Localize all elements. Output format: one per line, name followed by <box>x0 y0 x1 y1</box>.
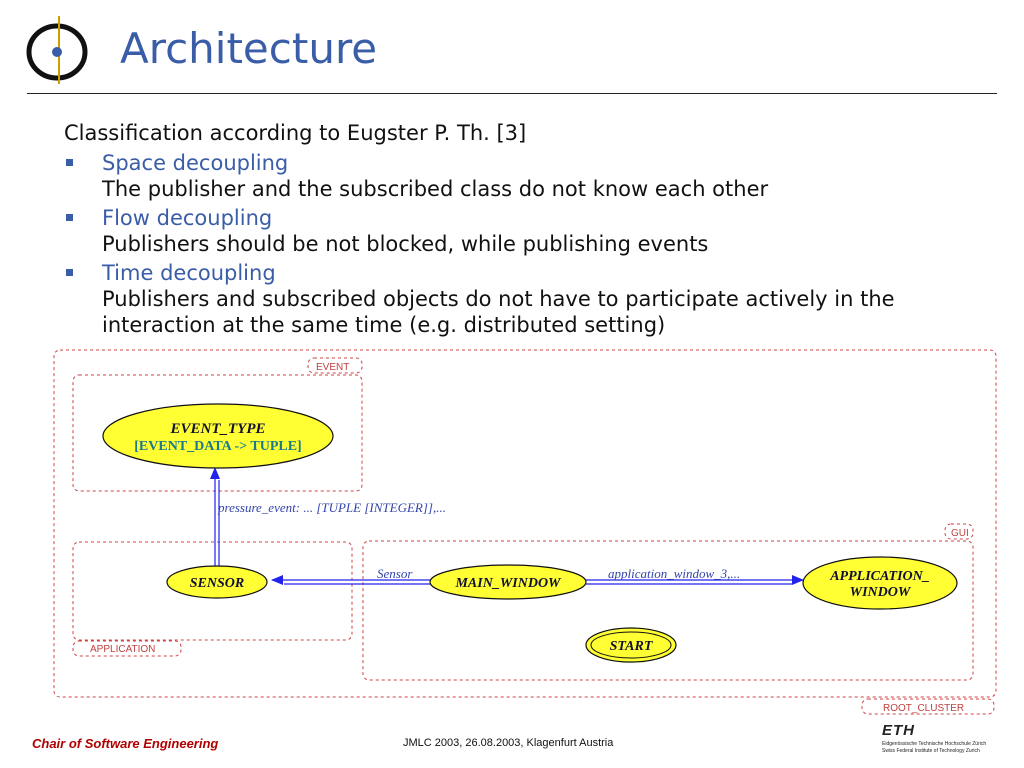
sensor-edge-label: Sensor <box>377 566 413 581</box>
main-window-node-label: MAIN_WINDOW <box>454 576 562 591</box>
pressure-event-edge-label: pressure_event: ... [TUPLE [INTEGER]],..… <box>217 500 446 515</box>
application-window-node[interactable]: APPLICATION_ WINDOW <box>802 556 958 610</box>
bullet-description: Publishers should be not blocked, while … <box>102 232 709 256</box>
bullet-icon <box>66 214 73 221</box>
list-item: Space decoupling The publisher and the s… <box>64 150 1004 202</box>
application-cluster-label: APPLICATION <box>90 644 155 655</box>
bullet-heading: Time decoupling <box>102 261 276 285</box>
event-cluster-label-box <box>307 357 363 374</box>
root-cluster-label-box <box>861 698 995 715</box>
page-title: Architecture <box>120 24 378 73</box>
eth-line-german: Eidgenössische Technische Hochschule Zür… <box>882 741 987 747</box>
event-type-name: EVENT_TYPE <box>169 421 265 437</box>
footer-chair-name: Chair of Software Engineering <box>32 736 219 751</box>
eth-line-english: Swiss Federal Institute of Technology Zu… <box>882 748 980 754</box>
slide-content: Classification according to Eugster P. T… <box>64 120 1004 341</box>
event-cluster-label: EVENT <box>316 362 349 373</box>
event-type-detail: [EVENT_DATA -> TUPLE] <box>134 439 301 454</box>
event-cluster <box>72 374 363 492</box>
bullet-description: Publishers and subscribed objects do not… <box>102 287 895 337</box>
bullet-description: The publisher and the subscribed class d… <box>102 177 769 201</box>
event-type-node[interactable]: EVENT_TYPE [EVENT_DATA -> TUPLE] <box>102 403 334 469</box>
root-cluster-label: ROOT_CLUSTER <box>883 703 964 714</box>
sensor-node-label: SENSOR <box>190 576 244 591</box>
application-window-line1: APPLICATION_ <box>829 569 930 584</box>
eth-wordmark: ETH <box>882 722 915 739</box>
bullet-icon <box>66 159 73 166</box>
intro-text: Classification according to Eugster P. T… <box>64 121 527 145</box>
application-cluster-label-box <box>72 640 182 657</box>
chair-logo <box>26 16 88 84</box>
main-window-node[interactable]: MAIN_WINDOW <box>429 564 587 600</box>
bullet-heading: Space decoupling <box>102 151 289 175</box>
application-window-line2: WINDOW <box>850 585 912 600</box>
footer-event-info: JMLC 2003, 26.08.2003, Klagenfurt Austri… <box>403 737 614 749</box>
gui-cluster-label-box <box>944 523 974 540</box>
gui-cluster-label: GUI <box>951 528 969 539</box>
bullet-list: Space decoupling The publisher and the s… <box>64 150 1004 338</box>
eth-logo: ETH Eidgenössische Technische Hochschule… <box>882 722 998 758</box>
start-node[interactable]: START <box>585 627 677 663</box>
bullet-icon <box>66 269 73 276</box>
application-cluster <box>72 541 353 641</box>
sensor-node[interactable]: SENSOR <box>166 565 268 599</box>
app-window-edge-label: application_window_3,... <box>608 566 740 581</box>
bullet-heading: Flow decoupling <box>102 206 273 230</box>
root-cluster <box>53 349 997 698</box>
start-node-label: START <box>610 639 654 654</box>
list-item: Flow decoupling Publishers should be not… <box>64 205 1004 257</box>
title-divider <box>27 93 997 94</box>
list-item: Time decoupling Publishers and subscribe… <box>64 260 1004 338</box>
